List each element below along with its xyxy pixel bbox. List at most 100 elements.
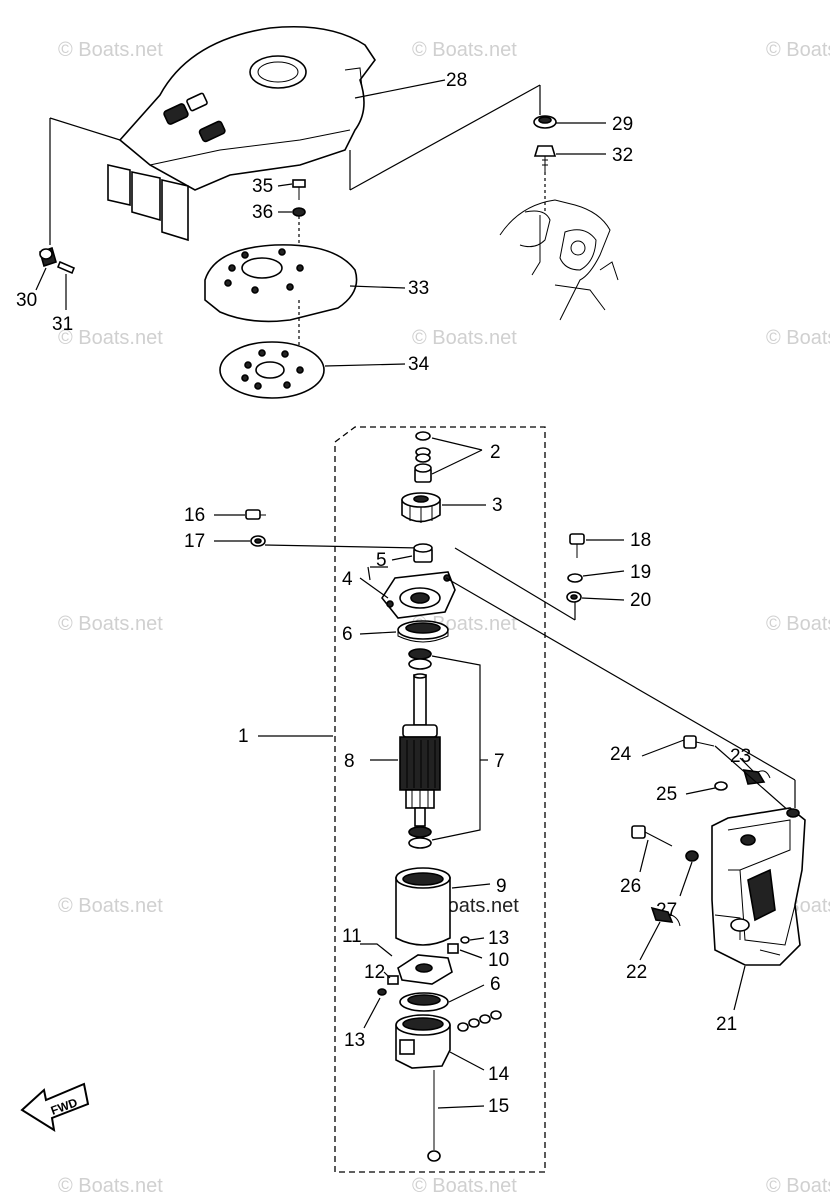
watermark: © Boats.net [412, 39, 517, 61]
stud-part-32 [533, 145, 557, 172]
callout-13b: 13 [344, 1030, 365, 1051]
leader-line [451, 883, 491, 889]
callout-25: 25 [656, 784, 677, 805]
leader-line [349, 285, 406, 289]
washer-part-25 [714, 781, 728, 791]
callout-16: 16 [184, 505, 205, 526]
callout-15: 15 [488, 1096, 509, 1117]
watermark: © Boats.net [58, 613, 163, 635]
callout-32: 32 [612, 145, 633, 166]
leader-line [324, 363, 406, 367]
brush-holder-part-11 [397, 954, 453, 985]
leader-line [391, 555, 413, 561]
grommet-part-30 [39, 246, 57, 268]
leader-line [739, 757, 755, 773]
callout-17: 17 [184, 531, 205, 552]
callout-28: 28 [446, 70, 467, 91]
guide-line [714, 745, 791, 813]
watermark: © Boats.net [58, 327, 163, 349]
grommet-part-29 [533, 115, 557, 129]
leader-line [733, 965, 746, 1011]
spring-part-13-upper [460, 936, 470, 944]
callout-3: 3 [492, 495, 503, 516]
callout-10: 10 [488, 950, 509, 971]
leader-line [459, 949, 483, 959]
leader-line [360, 943, 393, 957]
gasket-part-34 [219, 341, 325, 399]
bolt-part-24 [683, 735, 715, 749]
leader-line [685, 787, 716, 795]
watermark: © Boats.net [58, 895, 163, 917]
watermark: © Boats.net [58, 1175, 163, 1197]
clip-part-22 [650, 906, 681, 927]
guide-line [454, 547, 576, 621]
bolt-part-35 [292, 179, 306, 200]
callout-34: 34 [408, 354, 430, 375]
callout-2: 2 [490, 442, 501, 463]
callout-24: 24 [610, 744, 632, 765]
forward-arrow-icon: FWD [20, 1082, 90, 1133]
through-bolt-part-15 [427, 1070, 441, 1162]
leader-line [431, 437, 483, 451]
callout-23: 23 [730, 746, 751, 767]
callout-21: 21 [716, 1014, 737, 1035]
callout-4: 4 [342, 569, 353, 590]
watermark: © Boats.net [766, 1175, 830, 1197]
leader-line [581, 597, 625, 601]
watermark: © Boats.net [58, 39, 163, 61]
watermark: © Boats.net [766, 327, 830, 349]
callout-18: 18 [630, 530, 651, 551]
callout-31: 31 [52, 314, 73, 335]
callout-30: 30 [16, 290, 37, 311]
leader-line [383, 971, 391, 979]
callout-20: 20 [630, 590, 651, 611]
seal-part-6-upper [397, 620, 449, 643]
watermark: © Boats.net [766, 39, 830, 61]
guide-line [349, 84, 541, 191]
callout-22: 22 [626, 962, 647, 983]
guide-line [264, 544, 421, 549]
clip-spring-part-2 [414, 431, 432, 483]
leader-line [359, 631, 397, 635]
leader-line [354, 79, 446, 99]
washer-part-19 [567, 573, 583, 583]
leader-line [363, 997, 381, 1029]
plate-part-33 [204, 244, 358, 323]
callout-1: 1 [238, 726, 249, 747]
callout-14: 14 [488, 1064, 510, 1085]
armature-part-8 [399, 673, 441, 827]
leader-line [359, 577, 389, 599]
callout-6b: 6 [490, 974, 501, 995]
watermark: © Boats.net [412, 327, 517, 349]
pinion-gear-part-3 [401, 492, 441, 523]
callout-9: 9 [496, 876, 507, 897]
clamp-part-23 [742, 769, 771, 785]
guide-line [445, 577, 796, 781]
leader-line [449, 1051, 485, 1071]
callout-36: 36 [252, 202, 273, 223]
flywheel-cover-part-28 [107, 25, 376, 242]
washer-part-7-upper [408, 648, 432, 670]
leader-line [469, 937, 485, 941]
leader-line [367, 566, 371, 581]
callout-12: 12 [364, 962, 385, 983]
callout-8: 8 [344, 751, 355, 772]
front-bracket-part-4 [381, 571, 456, 619]
callout-5: 5 [376, 550, 387, 571]
callout-33: 33 [408, 278, 429, 299]
washer-part-20 [566, 591, 582, 603]
leader-line [35, 267, 47, 291]
washer-part-36 [292, 207, 306, 217]
callout-35: 35 [252, 176, 273, 197]
callout-11: 11 [342, 926, 362, 947]
engine-fragment [499, 199, 619, 321]
callout-7: 7 [494, 751, 505, 772]
leader-line [431, 449, 483, 475]
watermark: © Boats.net [412, 1175, 517, 1197]
washer-part-27 [685, 850, 699, 862]
callout-29: 29 [612, 114, 633, 135]
bushing-part-5 [413, 543, 433, 563]
callout-19: 19 [630, 562, 651, 583]
